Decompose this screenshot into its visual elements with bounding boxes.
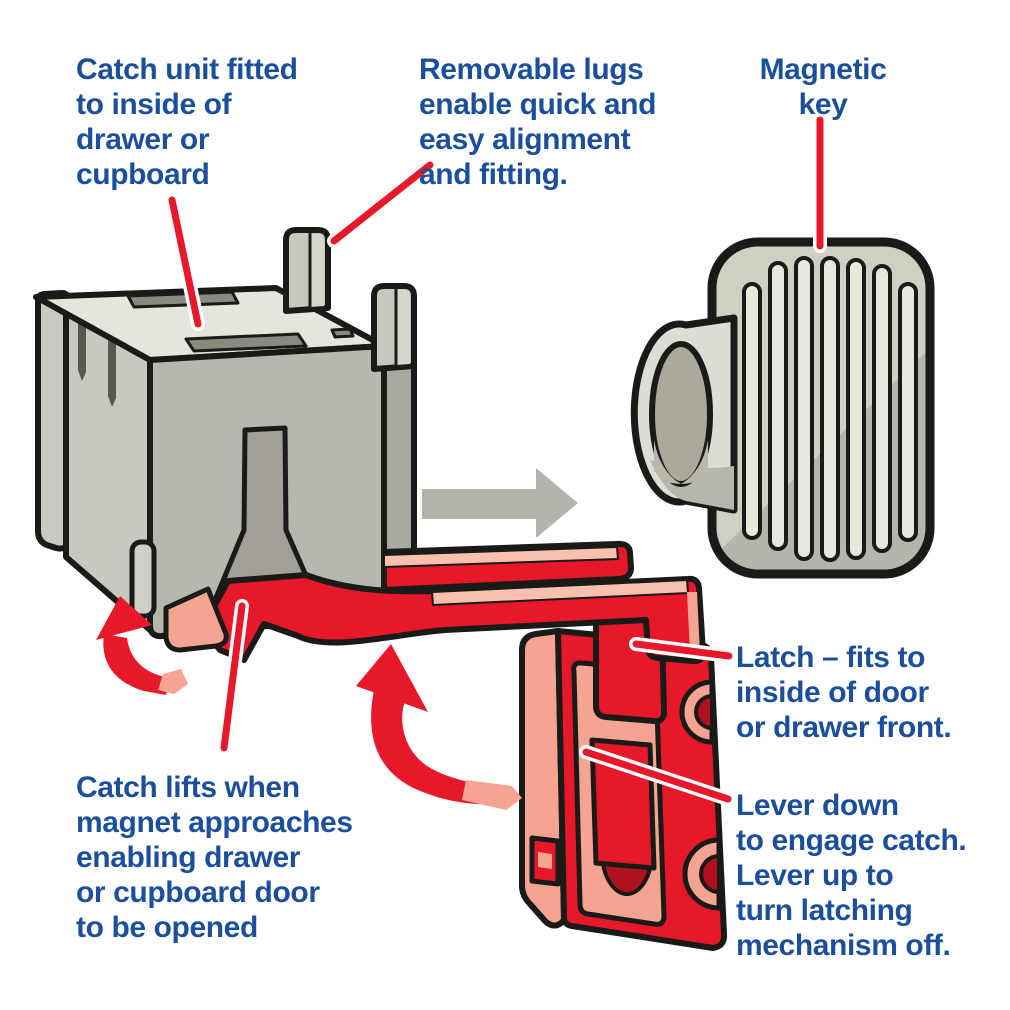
lever-label-line: Lever up to [736, 859, 894, 892]
swing-arrow-icon [356, 644, 522, 810]
catch-unit-label-line: cupboard [76, 158, 210, 191]
magnetic-key-ribs [742, 256, 918, 562]
catch-unit-top-slots [126, 290, 355, 353]
catch-unit-label-line: to inside of [76, 88, 232, 121]
lever-label: Lever down to engage catch. Lever up to … [736, 788, 967, 963]
catch-arm-upper-rail-top [383, 546, 619, 568]
leader-catch-unit [168, 196, 202, 328]
latch-label-line: Latch – fits to [736, 641, 926, 674]
catch-unit-slit [108, 332, 116, 407]
lever-label-line: Lever down [736, 789, 899, 822]
catch-unit-slit [78, 310, 86, 381]
magnetic-key-label: Magnetic key [728, 52, 918, 122]
translate-arrow-icon [422, 468, 578, 538]
leader-latch [632, 640, 733, 660]
latch-label-line: inside of door [736, 676, 929, 709]
lever-label-line: to engage catch. [736, 824, 967, 857]
catch-arm-bracket-edge [687, 592, 700, 654]
catch-unit-label-line: drawer or [76, 123, 210, 156]
leader-lever [582, 748, 732, 803]
magnetic-key-label-line: key [798, 88, 848, 121]
magnetic-key-illustration [630, 237, 935, 579]
removable-lugs-label: Removable lugs enable quick and easy ali… [419, 52, 656, 192]
lever-label-line: mechanism off. [736, 929, 951, 962]
leader-catch-lifts [220, 602, 246, 752]
magnetic-key-barrel [630, 314, 738, 514]
latch-label-line: or drawer front. [736, 711, 952, 744]
catch-wedge [163, 586, 229, 653]
leader-lines [165, 113, 827, 806]
catch-lifts-label-line: or cupboard door [76, 876, 320, 909]
removable-lugs-label-line: enable quick and [419, 88, 656, 121]
removable-lugs-label-line: easy alignment [419, 123, 631, 156]
lift-arrow-icon [96, 596, 188, 695]
latch-label: Latch – fits to inside of door or drawer… [736, 640, 952, 745]
catch-unit-illustration [33, 227, 417, 640]
catch-unit-foot-tab [129, 539, 157, 619]
removable-lug-icon [283, 227, 331, 314]
latch-foot-notch [538, 852, 552, 869]
latch-screw-notch [679, 679, 722, 911]
removable-lugs-label-line: and fitting. [419, 158, 568, 191]
catch-unit-label-line: Catch unit fitted [76, 53, 298, 86]
lever-label-line: turn latching [736, 894, 913, 927]
removable-lug-icon [371, 283, 417, 372]
catch-lifts-label: Catch lifts when magnet approaches enabl… [76, 770, 353, 945]
leader-lugs [330, 161, 434, 245]
catch-lifts-label-line: enabling drawer [76, 841, 301, 874]
magnetic-key-label-line: Magnetic [759, 53, 887, 86]
catch-arm-illustration [163, 540, 706, 665]
catch-lifts-label-line: magnet approaches [76, 806, 353, 839]
catch-lifts-label-line: Catch lifts when [76, 771, 300, 804]
catch-lifts-label-line: to be opened [76, 911, 258, 944]
catch-unit-label: Catch unit fitted to inside of drawer or… [76, 52, 298, 192]
removable-lugs-label-line: Removable lugs [419, 53, 644, 86]
latch-plate-illustration [519, 609, 728, 951]
